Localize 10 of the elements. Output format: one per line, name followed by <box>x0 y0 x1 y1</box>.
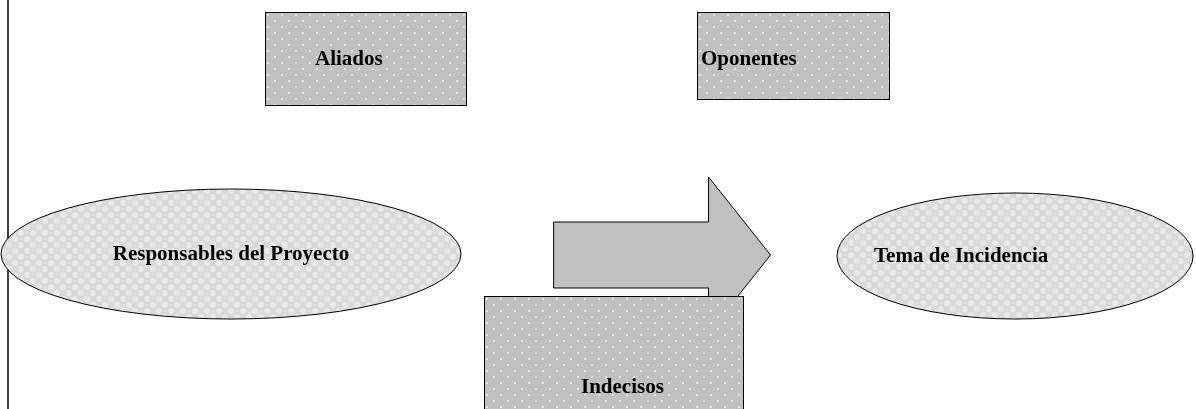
node-label: Indecisos <box>581 374 664 399</box>
shaded-box <box>697 12 890 100</box>
node-label: Responsables del Proyecto <box>111 241 351 266</box>
ellipse-node <box>0 188 462 320</box>
node-label: Aliados <box>315 46 383 71</box>
shaded-box <box>265 12 467 106</box>
shaded-box <box>484 296 744 409</box>
node-label: Tema de Incidencia <box>874 243 1049 268</box>
node-label: Oponentes <box>701 46 797 71</box>
ellipse-node <box>836 192 1194 320</box>
